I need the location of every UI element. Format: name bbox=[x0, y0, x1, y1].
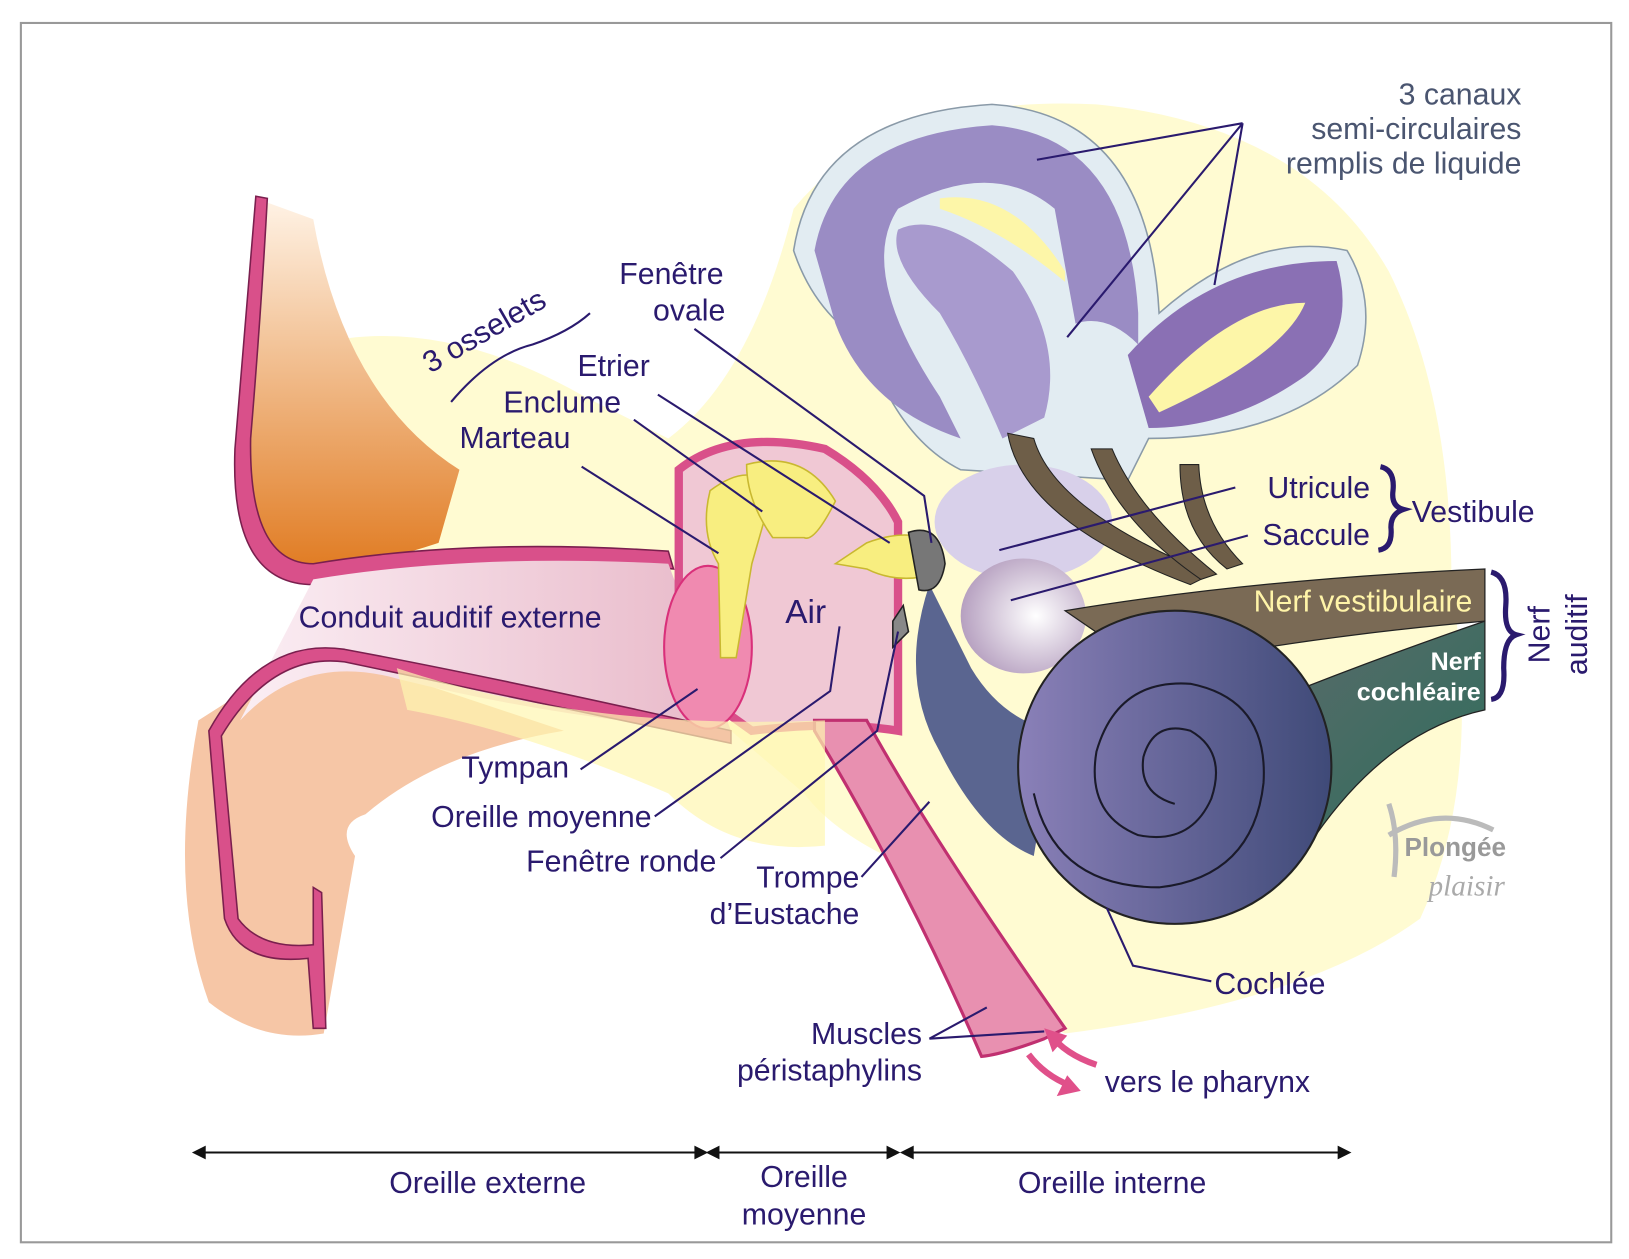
canal-lumen-2 bbox=[1148, 302, 1306, 413]
nerve-fiber-2 bbox=[1090, 448, 1218, 580]
cochlea-spiral bbox=[1032, 682, 1265, 889]
oval-window bbox=[907, 529, 946, 592]
pinna-top bbox=[238, 198, 460, 575]
malleus bbox=[705, 474, 774, 659]
label-eustachian-2: d’Eustache bbox=[710, 898, 860, 931]
bone-lower bbox=[396, 668, 825, 848]
pinna-skin bbox=[233, 195, 675, 586]
label-cochlea: Cochlée bbox=[1214, 968, 1325, 1001]
incus bbox=[745, 460, 837, 539]
label-muscles-1: Muscles bbox=[811, 1018, 922, 1051]
canal-floor-skin bbox=[208, 647, 732, 1030]
semicircular-canal bbox=[814, 125, 1139, 439]
label-ear-canal: Conduit auditif externe bbox=[299, 601, 602, 634]
section-inner-ear: Oreille interne bbox=[1018, 1167, 1206, 1200]
label-canals-2: semi-circulaires bbox=[1311, 113, 1521, 146]
pharynx-arrow-head-up bbox=[1044, 1028, 1068, 1053]
label-canals-1: 3 canaux bbox=[1399, 78, 1522, 111]
section-outer-ear: Oreille externe bbox=[389, 1167, 586, 1200]
label-middle-ear: Oreille moyenne bbox=[431, 801, 651, 834]
logo-text-2: plaisir bbox=[1427, 871, 1506, 903]
label-pharynx: vers le pharynx bbox=[1105, 1066, 1310, 1099]
label-utricle: Utricule bbox=[1267, 472, 1370, 505]
label-air: Air bbox=[785, 594, 826, 631]
pinna bbox=[184, 647, 564, 1036]
label-eustachian-1: Trompe bbox=[756, 861, 859, 894]
cochlea bbox=[1017, 609, 1333, 925]
label-round-window: Fenêtre ronde bbox=[526, 846, 716, 879]
label-malleus: Marteau bbox=[459, 422, 570, 455]
leader-lines bbox=[450, 122, 1249, 1040]
section-middle-ear-1: Oreille bbox=[760, 1161, 847, 1194]
label-vestibular-nerve: Nerf vestibulaire bbox=[1254, 586, 1473, 619]
label-oval-window-2: ovale bbox=[653, 294, 725, 327]
label-auditory-nerve-2: auditif bbox=[1561, 594, 1594, 675]
label-canals-3: remplis de liquide bbox=[1286, 147, 1522, 180]
label-muscles-2: péristaphylins bbox=[737, 1054, 922, 1087]
label-stapes: Etrier bbox=[577, 350, 649, 383]
semicircular-canal-2 bbox=[896, 224, 1051, 439]
label-incus: Enclume bbox=[503, 386, 621, 419]
canal-lumen-1 bbox=[939, 197, 1066, 282]
nerve-fiber-3 bbox=[1179, 464, 1244, 570]
ear-canal bbox=[240, 560, 731, 731]
label-eardrum: Tympan bbox=[461, 752, 569, 785]
logo-text-1: Plongée bbox=[1404, 832, 1506, 862]
label-oval-window-1: Fenêtre bbox=[619, 258, 723, 291]
label-cochlear-nerve-1: Nerf bbox=[1431, 648, 1482, 676]
label-vestibule: Vestibule bbox=[1412, 496, 1535, 529]
section-arrows bbox=[191, 1145, 1352, 1160]
label-cochlear-nerve-2: cochléaire bbox=[1357, 678, 1481, 706]
auditory-nerve-brace bbox=[1490, 569, 1526, 703]
plongee-plaisir-logo: Plongée plaisir bbox=[1386, 803, 1506, 903]
section-middle-ear-2: moyenne bbox=[742, 1199, 867, 1232]
pharynx-arrow-head-down bbox=[1056, 1075, 1081, 1097]
vestibule-brace bbox=[1377, 464, 1413, 553]
label-auditory-nerve-1: Nerf bbox=[1524, 606, 1557, 664]
label-saccule: Saccule bbox=[1262, 519, 1370, 552]
